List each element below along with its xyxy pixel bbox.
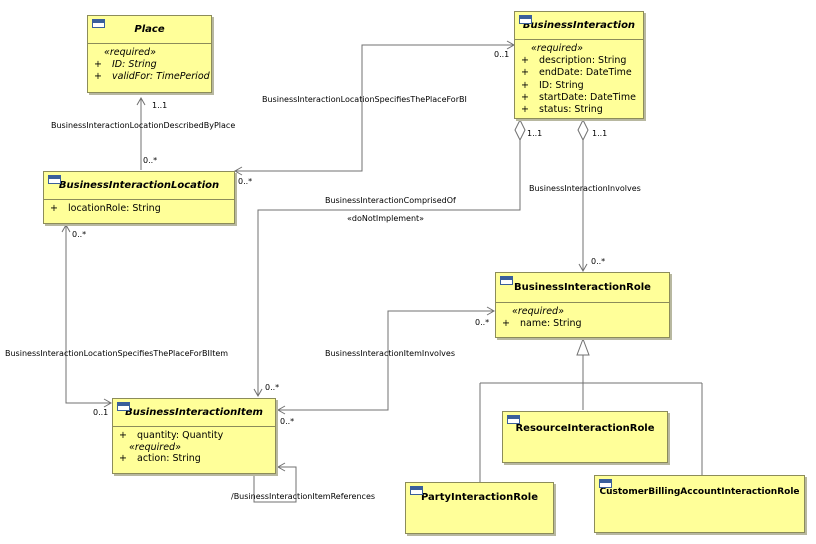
class-name: ResourceInteractionRole — [515, 422, 655, 434]
assoc-label-comprised-of: BusinessInteractionComprisedOf — [325, 196, 456, 205]
stereotype: «required» — [512, 306, 564, 317]
arrow-to-location — [233, 166, 243, 176]
attribute: +ID: String — [521, 79, 584, 91]
attribute: +startDate: DateTime — [521, 91, 637, 103]
arrow-to-item-left — [103, 398, 113, 408]
class-name: CustomerBillingAccountInteractionRole — [599, 487, 800, 497]
class-icon — [519, 15, 532, 24]
assoc-label-item-references: /BusinessInteractionItemReferences — [231, 492, 376, 501]
mult-interaction-specifies: 0..1 — [494, 50, 510, 59]
class-icon — [117, 402, 130, 411]
class-name: BusinessInteraction — [522, 20, 636, 31]
class-resource-interaction-role[interactable]: ResourceInteractionRole — [502, 411, 668, 463]
arrow-to-role-left — [486, 306, 496, 316]
assoc-label-item-involves: BusinessInteractionItemInvolves — [325, 349, 455, 358]
aggregation-diamond-involves — [577, 118, 589, 142]
assoc-item-self-reference[interactable] — [253, 466, 297, 503]
arrow-to-item-right — [276, 405, 286, 415]
assoc-label-specifies-place-for-bi-item: BusinessInteractionLocationSpecifiesTheP… — [5, 349, 229, 358]
arrow-to-item-top — [253, 388, 263, 398]
class-customer-billing-account-interaction-role[interactable]: CustomerBillingAccountInteractionRole — [594, 475, 805, 533]
class-place[interactable]: Place «required» +ID: String +validFor: … — [87, 15, 212, 93]
class-business-interaction-item[interactable]: BusinessInteractionItem +quantity: Quant… — [112, 398, 276, 474]
mult-item-involves: 0..* — [280, 417, 295, 426]
class-icon — [410, 486, 423, 495]
arrow-to-place — [136, 96, 146, 106]
assoc-specifies-place-for-bi-item[interactable] — [65, 225, 111, 404]
assoc-label-specifies-place-for-bi: BusinessInteractionLocationSpecifiesTheP… — [262, 95, 467, 104]
attribute: +quantity: Quantity — [119, 430, 224, 441]
class-name: BusinessInteractionItem — [125, 407, 263, 418]
attribute: +status: String — [521, 104, 603, 116]
attribute: +action: String — [119, 453, 201, 464]
stereotype: «required» — [531, 43, 583, 54]
generalization-triangle — [576, 337, 590, 356]
assoc-label-described-by-place: BusinessInteractionLocationDescribedByPl… — [51, 121, 236, 130]
attribute: +name: String — [502, 318, 582, 330]
stereotype-do-not-implement: «doNotImplement» — [347, 214, 425, 223]
class-name: PartyInteractionRole — [420, 491, 539, 503]
mult-item-specifies: 0..1 — [93, 408, 109, 417]
aggregation-diamond-comprised — [514, 118, 526, 142]
class-party-interaction-role[interactable]: PartyInteractionRole — [405, 482, 554, 534]
arrow-to-location-bottom — [61, 223, 71, 233]
arrow-self-reference — [276, 462, 286, 472]
class-icon — [92, 19, 105, 28]
class-name: BusinessInteractionLocation — [58, 180, 220, 191]
attribute: +description: String — [521, 55, 627, 67]
class-icon — [500, 276, 513, 285]
mult-place-described: 1..1 — [152, 101, 168, 110]
stereotype: «required» — [104, 47, 156, 58]
attribute: +locationRole: String — [50, 203, 161, 214]
mult-location-specifies-item: 0..* — [72, 230, 87, 239]
assoc-label-involves: BusinessInteractionInvolves — [529, 184, 641, 193]
class-name: Place — [134, 24, 165, 35]
attribute: +endDate: DateTime — [521, 67, 632, 79]
attribute: +validFor: TimePeriod — [94, 71, 210, 83]
stereotype: «required» — [129, 441, 181, 453]
mult-item-comprised: 0..* — [265, 383, 280, 392]
mult-interaction-comprised: 1..1 — [527, 129, 543, 138]
class-business-interaction[interactable]: BusinessInteraction «required» +descript… — [514, 11, 644, 119]
assoc-item-involves[interactable] — [278, 310, 494, 411]
assoc-comprised-of[interactable] — [257, 140, 521, 396]
class-icon — [507, 415, 520, 424]
mult-location-specifies: 0..* — [238, 177, 253, 186]
class-business-interaction-location[interactable]: BusinessInteractionLocation +locationRol… — [43, 171, 235, 224]
assoc-specifies-place-for-bi[interactable] — [235, 44, 514, 172]
class-icon — [599, 479, 612, 488]
attribute: +ID: String — [94, 59, 157, 71]
class-business-interaction-role[interactable]: BusinessInteractionRole «required» +name… — [495, 272, 670, 338]
mult-role-involves: 0..* — [591, 257, 606, 266]
mult-location-described: 0..* — [143, 156, 158, 165]
class-name: BusinessInteractionRole — [514, 282, 651, 293]
class-icon — [48, 175, 61, 184]
arrow-to-role — [578, 263, 588, 273]
mult-role-item-involves: 0..* — [475, 318, 490, 327]
mult-interaction-involves: 1..1 — [592, 129, 608, 138]
